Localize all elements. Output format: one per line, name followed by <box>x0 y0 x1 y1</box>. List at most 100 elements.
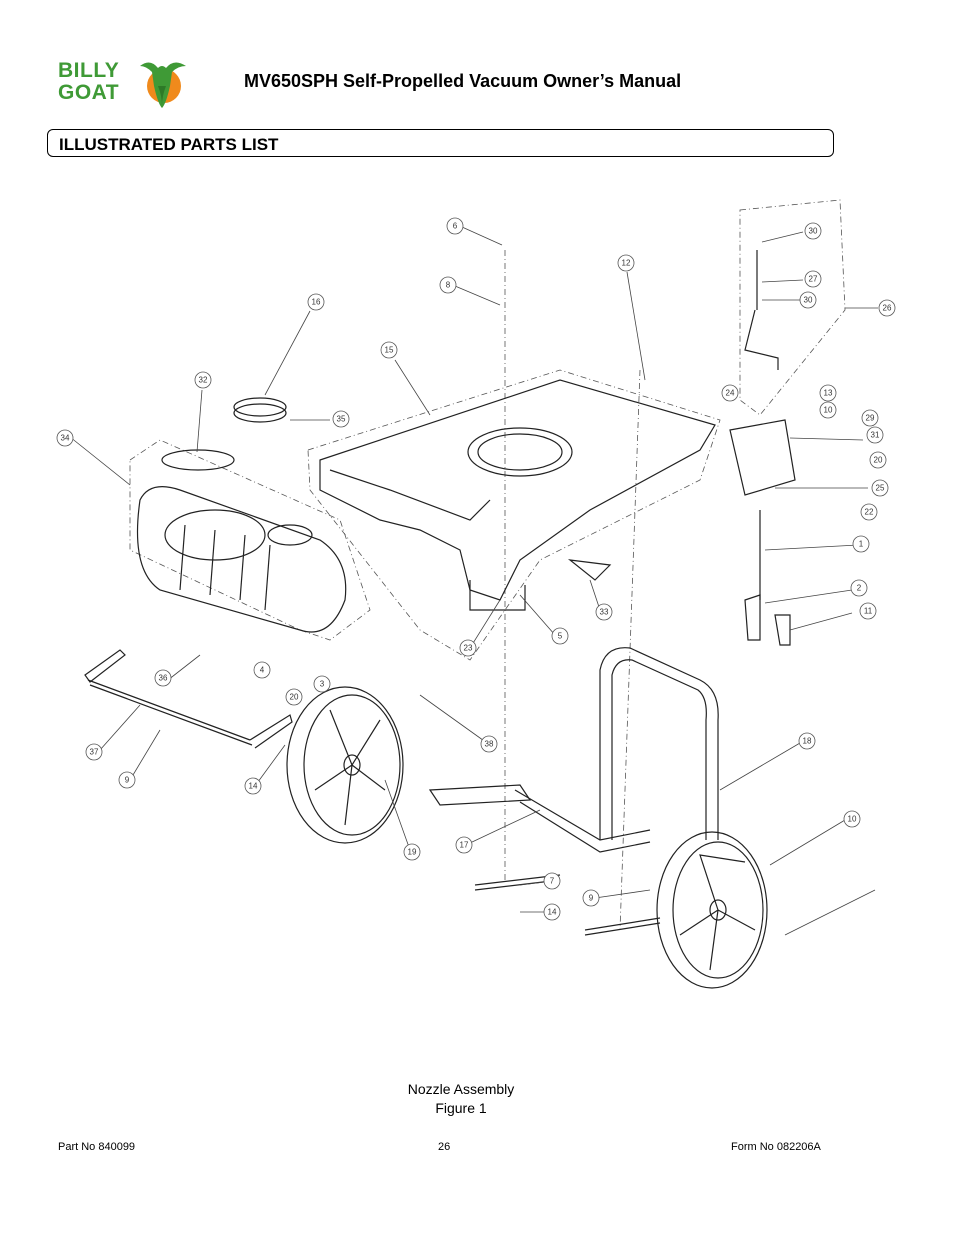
main-frame <box>319 379 716 611</box>
callout-label: 31 <box>871 431 880 440</box>
logo-line-2: GOAT <box>58 81 120 104</box>
callout-label: 13 <box>824 389 833 398</box>
callout-label: 27 <box>809 275 818 284</box>
tie-rod <box>84 649 293 749</box>
callout-label: 9 <box>589 894 594 903</box>
callout-11: 11 <box>859 602 877 620</box>
billy-goat-logo: BILLY GOAT <box>58 56 188 112</box>
callout-label: 17 <box>460 841 469 850</box>
callout-30: 30 <box>804 222 822 240</box>
height-adjust-assembly <box>729 250 796 646</box>
filter-gasket <box>161 449 235 471</box>
callout-6: 6 <box>446 217 464 235</box>
callout-9: 9 <box>118 771 136 789</box>
callout-10: 10 <box>843 810 861 828</box>
callout-label: 22 <box>865 508 874 517</box>
callout-2: 2 <box>850 579 868 597</box>
callout-7: 7 <box>543 872 561 890</box>
callout-label: 12 <box>622 259 631 268</box>
callout-label: 18 <box>803 737 812 746</box>
callout-label: 14 <box>548 908 557 917</box>
callout-label: 10 <box>848 815 857 824</box>
callout-8: 8 <box>439 276 457 294</box>
callout-18: 18 <box>798 732 816 750</box>
callout-label: 32 <box>199 376 208 385</box>
callout-label: 33 <box>600 608 609 617</box>
caption-figure-number: Figure 1 <box>435 1100 487 1116</box>
callout-label: 19 <box>408 848 417 857</box>
callout-label: 30 <box>809 227 818 236</box>
callout-label: 38 <box>485 740 494 749</box>
callout-label: 3 <box>320 680 325 689</box>
callout-label: 16 <box>312 298 321 307</box>
callout-9: 9 <box>582 889 600 907</box>
handle-outline <box>739 199 846 416</box>
callouts <box>69 226 878 936</box>
nozzle-housing <box>136 486 347 633</box>
callout-15: 15 <box>380 341 398 359</box>
section-title: ILLUSTRATED PARTS LIST <box>59 135 279 154</box>
callout-37: 37 <box>85 743 103 761</box>
callout-34: 34 <box>56 429 74 447</box>
footer-form-number: Form No 082206A <box>731 1141 821 1153</box>
manual-title: MV650SPH Self-Propelled Vacuum Owner’s M… <box>244 71 682 91</box>
callout-label: 10 <box>824 406 833 415</box>
callout-16: 16 <box>307 293 325 311</box>
callout-label: 4 <box>260 666 265 675</box>
callout-38: 38 <box>480 735 498 753</box>
callout-label: 8 <box>446 281 451 290</box>
callout-19: 19 <box>403 843 421 861</box>
callout-label: 6 <box>453 222 458 231</box>
callout-label: 36 <box>159 674 168 683</box>
callout-label: 20 <box>874 456 883 465</box>
callout-35: 35 <box>332 410 350 428</box>
section-header-box: ILLUSTRATED PARTS LIST <box>47 129 834 157</box>
right-wheel <box>656 831 768 989</box>
callout-20: 20 <box>869 451 887 469</box>
hose-adapter <box>233 397 287 417</box>
callout-label: 34 <box>61 434 70 443</box>
deflector-plate <box>567 559 612 581</box>
callout-4: 4 <box>253 661 271 679</box>
axis-line-2 <box>619 369 641 931</box>
callout-5: 5 <box>551 627 569 645</box>
hose-adapter-lower <box>233 403 287 423</box>
callout-22: 22 <box>860 503 878 521</box>
callout-label: 20 <box>290 693 299 702</box>
goat-head-icon <box>140 62 186 108</box>
footer-page-number: 26 <box>438 1141 451 1153</box>
callout-24: 24 <box>721 384 739 402</box>
callout-25: 25 <box>871 479 889 497</box>
logo-wordmark: BILLY GOAT <box>58 60 119 104</box>
callout-23: 23 <box>459 639 477 657</box>
callout-30: 30 <box>799 291 817 309</box>
callout-label: 30 <box>804 296 813 305</box>
callout-label: 11 <box>864 607 873 616</box>
callout-29: 29 <box>861 409 879 427</box>
callout-3: 3 <box>313 675 331 693</box>
callout-label: 5 <box>558 632 563 641</box>
callout-20: 20 <box>285 688 303 706</box>
callout-label: 37 <box>90 748 99 757</box>
figure-caption: Nozzle Assembly Figure 1 <box>361 1080 561 1118</box>
callout-14: 14 <box>244 777 262 795</box>
callout-33: 33 <box>595 603 613 621</box>
callout-31: 31 <box>866 426 884 444</box>
left-wheel <box>286 686 404 844</box>
callout-32: 32 <box>194 371 212 389</box>
footer-part-number: Part No 840099 <box>58 1141 136 1153</box>
caption-title: Nozzle Assembly <box>407 1081 515 1097</box>
callout-26: 26 <box>878 299 896 317</box>
callout-label: 9 <box>125 776 130 785</box>
callout-label: 23 <box>464 644 473 653</box>
callout-17: 17 <box>455 836 473 854</box>
callout-36: 36 <box>154 669 172 687</box>
callout-1: 1 <box>852 535 870 553</box>
callout-label: 7 <box>550 877 555 886</box>
callout-label: 25 <box>876 484 885 493</box>
callout-label: 35 <box>337 415 346 424</box>
callout-label: 14 <box>249 782 258 791</box>
callout-label: 24 <box>726 389 735 398</box>
